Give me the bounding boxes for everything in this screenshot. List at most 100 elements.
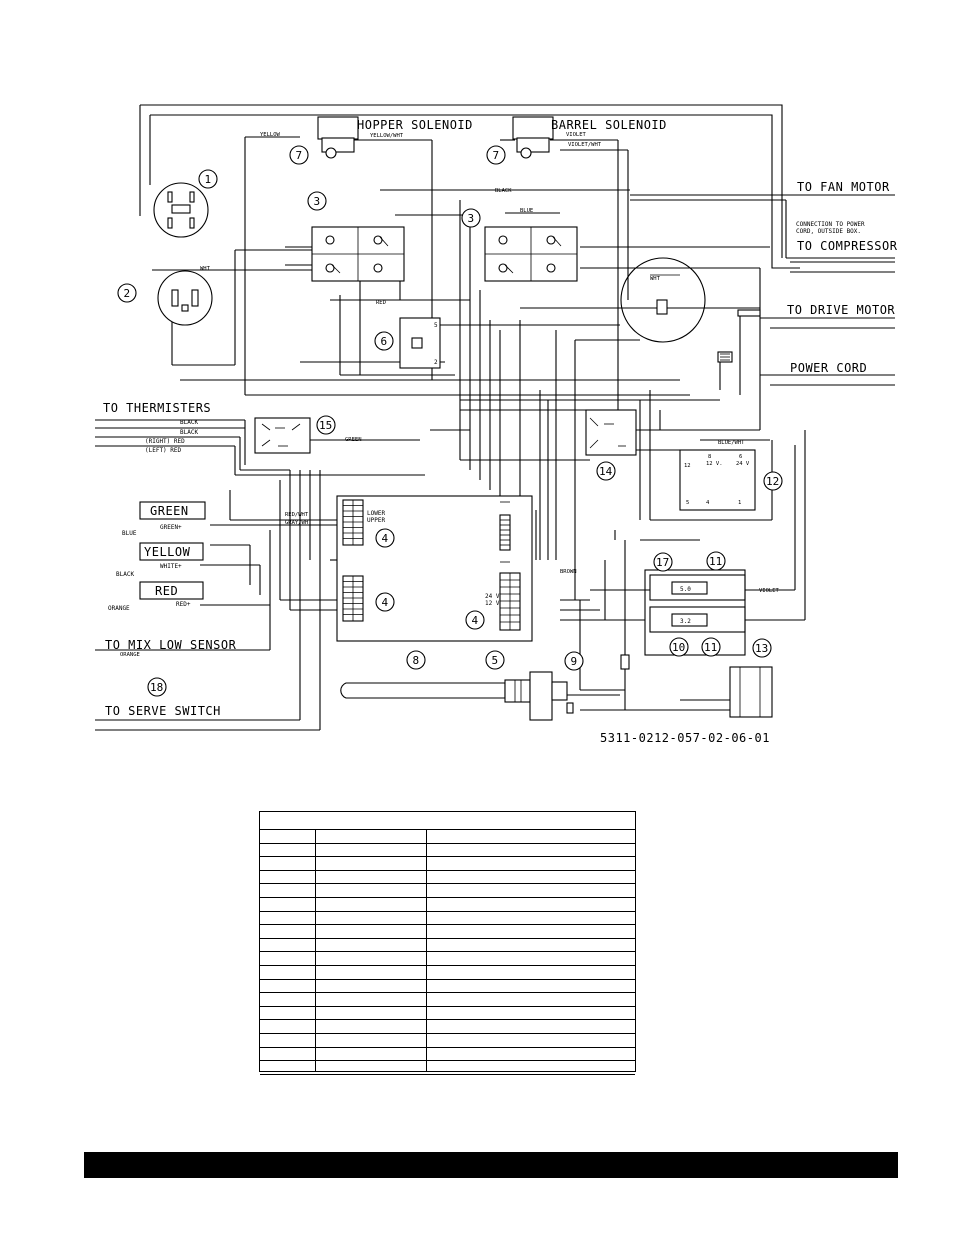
table-row [260,857,635,871]
table-row [260,898,635,912]
mix-sensor-5-9 [340,671,574,721]
parts-table-divider-2 [426,829,427,1071]
callout-11-b-label: 11 [704,641,717,654]
table-row [260,966,635,980]
callout-17-label: 17 [656,556,669,569]
relay-label-6: 6 [739,454,742,460]
table-row [260,952,635,966]
callout-12 [763,471,783,491]
table-row [260,939,635,953]
connection-note-2: CORD, OUTSIDE BOX. [796,228,861,235]
relay-label-4: 4 [706,500,710,506]
terminal-strip-right [499,572,521,631]
mix-low-sensor-label: TO MIX LOW SENSOR [105,638,237,652]
table-row [260,980,635,994]
terminal-strip-middle [342,575,364,622]
callout-11-a-label: 11 [709,555,722,568]
relay-label-24v: 24 V [736,461,750,467]
connector-2 [157,270,213,326]
relay-3-left [311,226,405,282]
callout-2-label: 2 [124,287,131,300]
table-row [260,925,635,939]
callout-17 [653,552,673,572]
thermisters-label: TO THERMISTERS [103,401,211,415]
wire-label-violet-wht: VIOLET/WHT [568,142,602,148]
relay-label-1: 1 [738,500,741,506]
wire-label-green: GREEN [345,437,362,443]
callout-14-label: 14 [599,465,613,478]
digital-display-10 [649,606,746,633]
indicator-green-pin: GREEN+ [160,524,182,531]
callout-1-label: 1 [205,173,212,186]
indicator-lights [139,501,206,600]
callout-3-right-label: 3 [468,212,475,225]
relay-label-12v: 12 V. [706,461,723,467]
indicator-green-label: GREEN [150,504,189,518]
callout-11-a [706,551,726,571]
table-row [260,1061,635,1075]
indicator-yellow-wire: BLACK [116,571,134,578]
callout-12-label: 12 [766,475,779,488]
display-value-17: 5.0 [680,586,691,593]
indicator-green-wire: BLUE [122,530,137,537]
thermostat-6 [399,317,441,369]
relay-label-8: 8 [708,454,711,460]
wire-label-black: BLACK [495,188,512,194]
relay-3-right [484,226,578,282]
callout-2 [117,283,137,303]
display-frame [644,569,746,656]
digital-display-17 [649,574,746,601]
upper-label: UPPER [367,517,385,524]
callout-7-right [486,145,506,165]
callout-6 [374,331,394,351]
relay-12 [679,449,756,511]
wire-label-red: RED [376,300,386,306]
fan-motor-label: TO FAN MOTOR [797,180,890,194]
callout-15-label: 15 [319,419,332,432]
callout-18 [147,677,167,697]
callout-8 [406,650,426,670]
drive-motor-label: TO DRIVE MOTOR [787,303,895,317]
parts-table [259,811,636,1075]
power-connection-block [620,257,706,343]
table-row [260,1007,635,1021]
table-row [260,884,635,898]
thermostat-pin-2: 2 [434,359,438,366]
callout-4-b-label: 4 [382,596,389,609]
hopper-solenoid [317,116,359,159]
serve-switch-label: TO SERVE SWITCH [105,704,221,718]
table-row [260,871,635,885]
table-row [260,1048,635,1062]
wire-label-red-wht: RED/WHT [285,512,309,518]
parts-table-body [260,830,635,1087]
callout-13-label: 13 [755,642,768,655]
callout-7-left-label: 7 [296,149,303,162]
indicator-yellow-label: YELLOW [144,545,191,559]
footer-bar [84,1152,898,1178]
thermostat-pin-5: 5 [434,322,438,329]
relay-label-5: 5 [686,500,689,506]
callout-3-left [307,191,327,211]
table-row [260,1075,635,1088]
display-value-10: 3.2 [680,618,691,625]
compressor-label: TO COMPRESSOR [797,239,898,253]
callout-3-left-label: 3 [314,195,321,208]
connection-note-1: CONNECTION TO POWER [796,221,865,228]
lower-label: LOWER [367,510,385,517]
callout-3-right [461,208,481,228]
callout-8-label: 8 [413,654,420,667]
callout-4-a [375,528,395,548]
callout-14 [596,461,616,481]
callout-9-label: 9 [571,655,578,668]
callout-4-a-label: 4 [382,532,389,545]
thermister-wire-1: BLACK [180,419,198,426]
wire-label-wht: WHT [200,266,211,272]
indicator-yellow-pin: WHITE+ [160,563,182,570]
callout-11-b [701,637,721,657]
voltage-24: 24 V [485,593,500,600]
table-row [260,1020,635,1034]
terminal-strip-upper [342,499,364,546]
indicator-red-wire: ORANGE [108,605,130,612]
thermister-wire-4: (LEFT) RED [145,447,182,454]
